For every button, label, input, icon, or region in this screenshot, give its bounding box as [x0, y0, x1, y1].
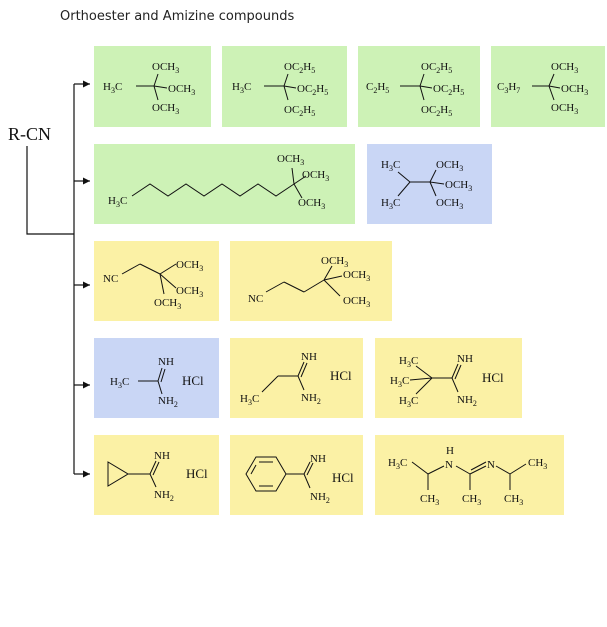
chem-label: NC	[248, 293, 263, 305]
chem-label: OCH3	[321, 255, 348, 269]
chem-label: H3C	[108, 195, 127, 209]
structure-tmob: C3H7 OCH3 OCH3 OCH3	[497, 61, 588, 116]
chem-label: OC2H5	[297, 83, 328, 97]
chem-label: NH2	[457, 394, 477, 408]
chem-label: OCH3	[168, 83, 195, 97]
chem-label: NH2	[301, 392, 321, 406]
structure-tmon: H3C OCH3 OCH3 OCH3	[108, 153, 329, 211]
structure-cyan-2: NC OCH3 OCH3 OCH3	[248, 255, 370, 309]
chem-label: N	[445, 459, 453, 471]
chem-label: NH2	[158, 395, 178, 409]
chem-label: H	[446, 445, 454, 457]
structure-pivalamidine: H3C H3C H3C NH NH2 HCl	[390, 353, 504, 409]
chem-label: CH3	[504, 493, 523, 507]
box-acetamidine	[94, 338, 219, 418]
chem-label: OCH3	[343, 295, 370, 309]
chem-label: C3H7	[497, 81, 520, 95]
box-tmon	[94, 144, 355, 224]
structure-tepp: C2H5 OC2H5 OC2H5 OC2H5	[366, 61, 464, 118]
chem-label: NH2	[154, 489, 174, 503]
chem-label: OCH3	[152, 102, 179, 116]
chem-label: OCH3	[445, 179, 472, 193]
hcl-label: HCl	[186, 466, 208, 481]
structure-cyclopropyl: NH NH2 HCl	[107, 450, 208, 503]
chem-label: OC2H5	[421, 61, 452, 75]
chem-label: H3C	[240, 393, 259, 407]
chem-label: OCH3	[551, 61, 578, 75]
chem-label: OC2H5	[433, 83, 464, 97]
chem-label: OCH3	[152, 61, 179, 75]
structure-propionamidine: H3C NH NH2 HCl	[240, 351, 352, 407]
chem-label: OCH3	[436, 197, 463, 211]
chem-label: NH2	[310, 491, 330, 505]
chem-label: H3C	[381, 159, 400, 173]
box-cyclopropyl	[94, 435, 219, 515]
chem-label: CH3	[462, 493, 481, 507]
chem-label: NH	[154, 450, 170, 462]
chem-label: OC2H5	[284, 104, 315, 118]
chem-label: H3C	[103, 81, 122, 95]
root-label: R-CN	[8, 124, 52, 144]
structure-diisopropyl: H3C H N N CH3 CH3 CH3 CH3	[388, 445, 547, 507]
chem-label: NH	[301, 351, 317, 363]
chem-label: H3C	[390, 375, 409, 389]
connector-lines	[26, 80, 90, 478]
chem-label: OCH3	[343, 269, 370, 283]
chem-label: H3C	[232, 81, 251, 95]
chem-label: OCH3	[302, 169, 329, 183]
chem-label: OCH3	[436, 159, 463, 173]
page-title: Orthoester and Amizine compounds	[60, 9, 295, 24]
hcl-label: HCl	[330, 368, 352, 383]
box-propionamidine	[230, 338, 363, 418]
chem-label: H3C	[399, 395, 418, 409]
chem-label: CH3	[528, 457, 547, 471]
structure-benzamidine: NH NH2 HCl	[245, 453, 354, 505]
box-benzamidine	[230, 435, 363, 515]
hcl-label: HCl	[332, 470, 354, 485]
chem-label: OCH3	[154, 297, 181, 311]
chem-label: H3C	[110, 376, 129, 390]
chem-label: H3C	[399, 355, 418, 369]
chem-label: OCH3	[176, 285, 203, 299]
chem-label: CH3	[420, 493, 439, 507]
chem-label: OC2H5	[284, 61, 315, 75]
chem-label: NH	[158, 356, 174, 368]
chem-label: NH	[457, 353, 473, 365]
chem-label: OCH3	[561, 83, 588, 97]
hcl-label: HCl	[182, 373, 204, 388]
chem-label: C2H5	[366, 81, 389, 95]
chem-label: OCH3	[298, 197, 325, 211]
chem-label: N	[487, 459, 495, 471]
chem-label: NH	[310, 453, 326, 465]
structure-cyan-1: NC OCH3 OCH3 OCH3	[103, 259, 203, 311]
chem-label: H3C	[388, 457, 407, 471]
structure-tmim: H3C H3C OCH3 OCH3 OCH3	[381, 159, 472, 211]
box-tmim	[367, 144, 492, 224]
chem-label: NC	[103, 273, 118, 285]
chem-label: OCH3	[551, 102, 578, 116]
hcl-label: HCl	[482, 370, 504, 385]
structure-acetamidine: H3C NH NH2 HCl	[110, 356, 204, 409]
structure-tepa: H3C OC2H5 OC2H5 OC2H5	[232, 61, 328, 118]
chem-label: OCH3	[277, 153, 304, 167]
box-cyan-2	[230, 241, 392, 321]
chem-label: H3C	[381, 197, 400, 211]
structure-tmoa: H3C OCH3 OCH3 OCH3	[103, 61, 195, 116]
chem-label: OC2H5	[421, 104, 452, 118]
chem-label: OCH3	[176, 259, 203, 273]
box-cyan-1	[94, 241, 219, 321]
